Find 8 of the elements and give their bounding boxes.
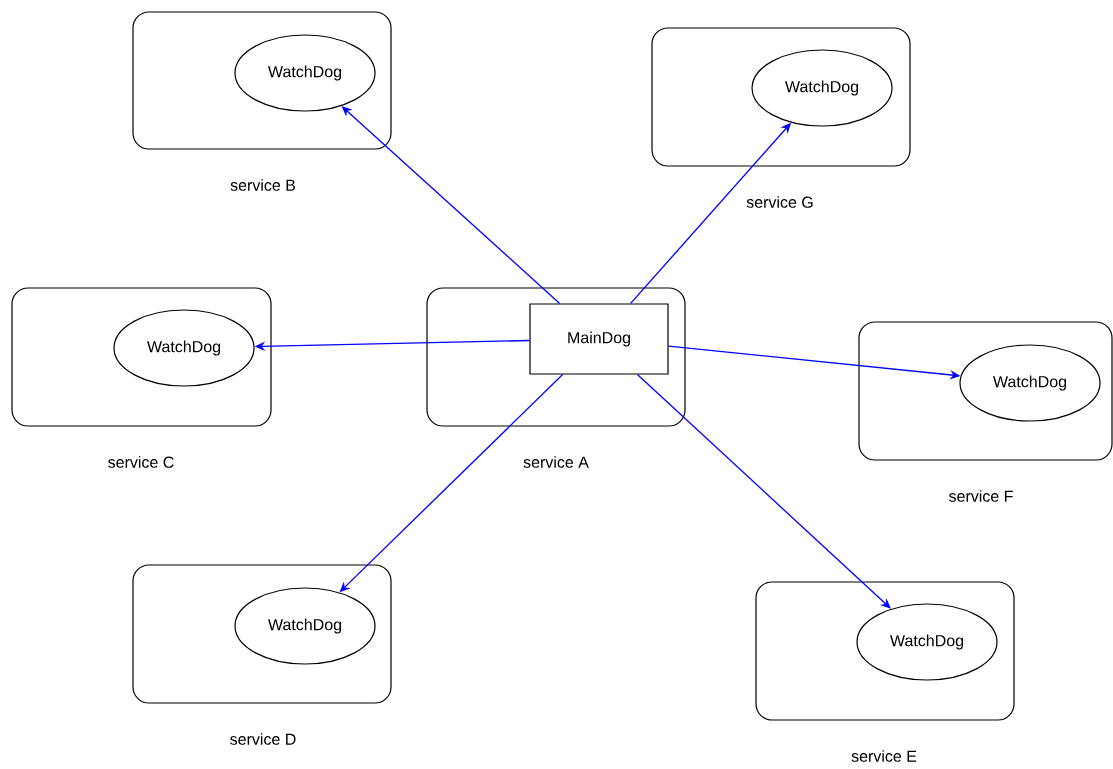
node-label: service D xyxy=(230,733,296,745)
node-label: service A xyxy=(523,456,589,468)
maindog-box: MainDog xyxy=(529,303,669,375)
node-label: service B xyxy=(230,179,296,191)
node-label: service G xyxy=(746,196,813,208)
node-label: service F xyxy=(949,490,1013,502)
node-label: service C xyxy=(108,456,174,468)
node-label: service E xyxy=(851,750,917,762)
